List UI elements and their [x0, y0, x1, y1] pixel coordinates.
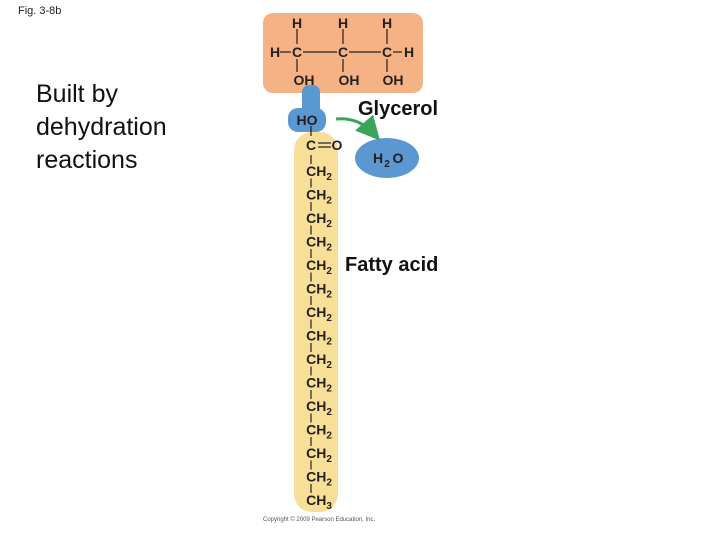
ho-capsule: [288, 108, 326, 132]
glycerol-box: [263, 13, 423, 93]
body-text-line-1: Built by: [36, 80, 118, 108]
chain-unit: CH2: [306, 445, 332, 465]
chain-unit: CH2: [306, 398, 332, 418]
glycerol-h-left: H: [270, 44, 280, 60]
water-o: O: [393, 150, 404, 166]
glycerol-c-2: C: [338, 44, 348, 60]
glycerol-c-3: C: [382, 44, 392, 60]
glycerol-bonds: [280, 29, 402, 72]
fatty-acid-label: Fatty acid: [345, 254, 439, 276]
chain-unit: CH3: [306, 492, 332, 512]
hydrocarbon-chain: CH2CH2CH2CH2CH2CH2CH2CH2CH2CH2CH2CH2CH2C…: [306, 155, 332, 512]
glycerol-c-1: C: [292, 44, 302, 60]
chain-unit: CH2: [306, 422, 332, 442]
glycerol-oh-3: OH: [383, 72, 404, 88]
chain-unit: CH2: [306, 234, 332, 254]
chain-unit: CH2: [306, 281, 332, 301]
chain-unit: CH2: [306, 469, 332, 489]
carbonyl-oxygen: O: [332, 137, 343, 153]
water-subscript: 2: [384, 159, 390, 170]
fatty-acid-ho: HO: [297, 112, 318, 128]
fatty-acid-tube: [294, 132, 338, 512]
glycerol-h-top-2: H: [338, 15, 348, 31]
body-text-line-3: reactions: [36, 146, 138, 174]
glycerol-oh-2: OH: [339, 72, 360, 88]
water-h: H: [373, 150, 383, 166]
chain-unit: CH2: [306, 163, 332, 183]
carboxyl-carbon: C: [306, 137, 316, 153]
chain-unit: CH2: [306, 328, 332, 348]
glycerol-label: Glycerol: [358, 98, 439, 120]
chain-unit: CH2: [306, 210, 332, 230]
body-text: Built by dehydration reactions: [36, 78, 167, 177]
glycerol-h-top-3: H: [382, 15, 392, 31]
glycerol-h-right: H: [404, 44, 414, 60]
copyright-text: Copyright © 2009 Pearson Education, Inc.: [263, 517, 376, 523]
glycerol-oh-1: OH: [294, 72, 315, 88]
chain-unit: CH2: [306, 257, 332, 277]
chain-unit: CH2: [306, 351, 332, 371]
chain-unit: CH2: [306, 187, 332, 207]
reaction-arrow: [335, 114, 380, 141]
glycerol-h-top-1: H: [292, 15, 302, 31]
chain-unit: CH2: [306, 375, 332, 395]
body-text-line-2: dehydration: [36, 113, 167, 141]
chain-unit: CH2: [306, 304, 332, 324]
figure-label: Fig. 3-8b: [18, 5, 62, 17]
water-molecule: [355, 138, 419, 178]
